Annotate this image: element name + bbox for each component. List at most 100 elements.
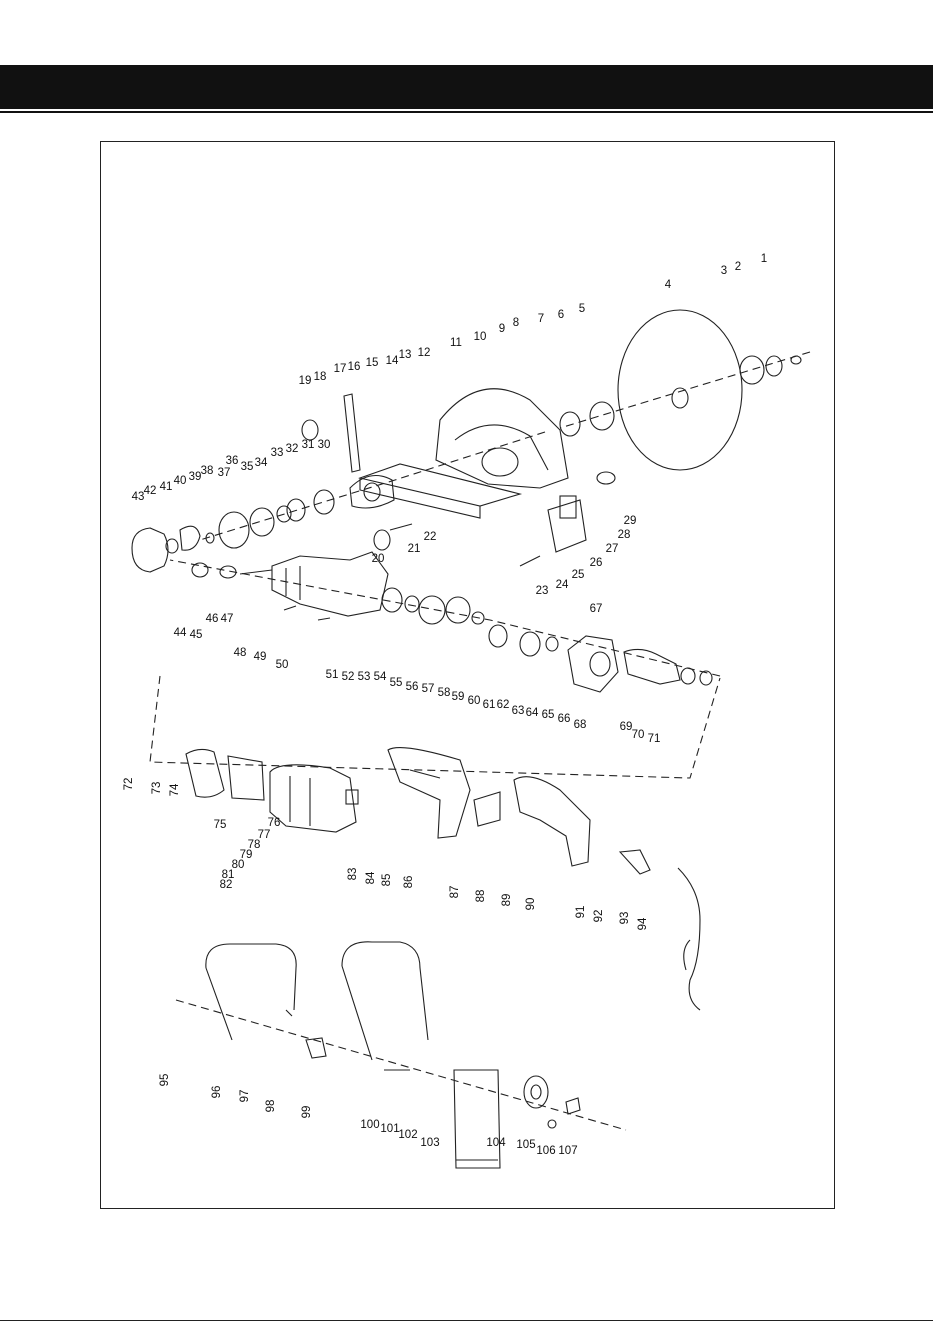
bearing-59 [471, 611, 485, 625]
part-label-15: 15 [366, 357, 379, 369]
washer-38 [205, 532, 215, 544]
part-label-72: 72 [123, 778, 135, 791]
part-label-11: 11 [450, 337, 462, 349]
knob-19 [301, 419, 319, 441]
brush-cap-73 [185, 748, 225, 798]
part-label-2: 2 [735, 261, 741, 273]
part-label-6: 6 [558, 309, 564, 321]
part-label-96: 96 [211, 1086, 223, 1099]
part-label-84: 84 [365, 871, 377, 884]
part-label-13: 13 [399, 349, 412, 361]
washer-7 [559, 411, 581, 437]
part-label-54: 54 [374, 671, 387, 683]
part-label-105: 105 [516, 1139, 535, 1151]
knob-20 [373, 529, 391, 551]
part-label-14: 14 [386, 355, 399, 367]
power-cord [677, 867, 701, 1011]
part-label-85: 85 [381, 874, 393, 887]
part-label-34: 34 [255, 457, 268, 469]
washer-65 [545, 636, 559, 652]
part-label-53: 53 [358, 671, 371, 683]
part-label-89: 89 [501, 894, 513, 907]
part-label-23: 23 [536, 585, 549, 597]
part-label-77: 77 [258, 829, 271, 841]
bolt-107 [565, 1097, 581, 1115]
stand-arm [343, 393, 361, 473]
part-label-103: 103 [420, 1137, 439, 1149]
washer-46 [219, 565, 237, 579]
part-label-21: 21 [408, 543, 421, 555]
part-label-98: 98 [265, 1100, 277, 1113]
part-label-55: 55 [390, 677, 403, 689]
part-label-42: 42 [144, 485, 157, 497]
part-label-100: 100 [360, 1119, 379, 1131]
part-label-30: 30 [318, 439, 331, 451]
bearing-70 [680, 667, 696, 685]
part-label-68: 68 [574, 719, 587, 731]
part-label-97: 97 [239, 1090, 251, 1103]
part-label-78: 78 [248, 839, 261, 851]
part-label-25: 25 [572, 569, 585, 581]
bearing-45 [191, 562, 209, 578]
part-label-49: 49 [254, 651, 267, 663]
part-label-90: 90 [525, 898, 537, 911]
part-label-3: 3 [721, 265, 727, 277]
part-label-60: 60 [468, 695, 481, 707]
part-label-82: 82 [220, 879, 233, 891]
spindle [623, 648, 681, 685]
part-label-20: 20 [372, 553, 385, 565]
motor-stator-75 [269, 764, 357, 833]
pivot-bracket [349, 474, 395, 509]
end-cap-43 [131, 527, 169, 573]
part-label-1: 1 [761, 253, 767, 265]
part-label-7: 7 [538, 313, 544, 325]
stand-frame-99 [341, 941, 429, 1071]
part-label-17: 17 [334, 363, 347, 375]
part-label-50: 50 [276, 659, 289, 671]
part-label-37: 37 [218, 467, 231, 479]
part-label-18: 18 [314, 371, 327, 383]
flange-2 [765, 355, 783, 377]
switch-83 [345, 789, 359, 805]
diagram-frame [100, 141, 835, 1209]
inner-flange-5 [589, 401, 615, 431]
knob-28 [596, 471, 616, 485]
part-label-9: 9 [499, 323, 505, 335]
part-label-10: 10 [474, 331, 487, 343]
header-rule [0, 111, 933, 113]
vice-clamp [547, 499, 587, 553]
ring-41 [165, 538, 179, 554]
part-label-31: 31 [302, 439, 315, 451]
part-label-93: 93 [619, 912, 631, 925]
part-label-26: 26 [590, 557, 603, 569]
part-label-101: 101 [380, 1123, 399, 1135]
part-label-39: 39 [189, 471, 202, 483]
part-label-32: 32 [286, 443, 299, 455]
part-label-27: 27 [606, 543, 619, 555]
fan-37 [218, 511, 250, 549]
part-label-63: 63 [512, 705, 525, 717]
cutting-disc [617, 309, 743, 471]
part-label-80: 80 [232, 859, 245, 871]
part-label-47: 47 [221, 613, 234, 625]
part-label-74: 74 [169, 783, 181, 796]
footer-rule [0, 1320, 933, 1321]
part-label-91: 91 [575, 906, 587, 919]
gear-56 [418, 595, 446, 625]
part-label-62: 62 [497, 699, 510, 711]
part-label-16: 16 [348, 361, 361, 373]
motor-housing [271, 551, 389, 617]
part-label-81: 81 [222, 869, 235, 881]
part-label-83: 83 [347, 868, 359, 881]
part-label-41: 41 [160, 481, 173, 493]
outer-flange [739, 355, 765, 385]
nut-106 [547, 1119, 557, 1129]
part-label-52: 52 [342, 671, 355, 683]
part-label-73: 73 [151, 782, 163, 795]
flange-51 [381, 587, 403, 613]
wheel-guard [435, 388, 569, 489]
ring-34 [249, 507, 275, 537]
part-label-45: 45 [190, 629, 203, 641]
part-label-29: 29 [624, 515, 637, 527]
part-label-99: 99 [301, 1106, 313, 1119]
